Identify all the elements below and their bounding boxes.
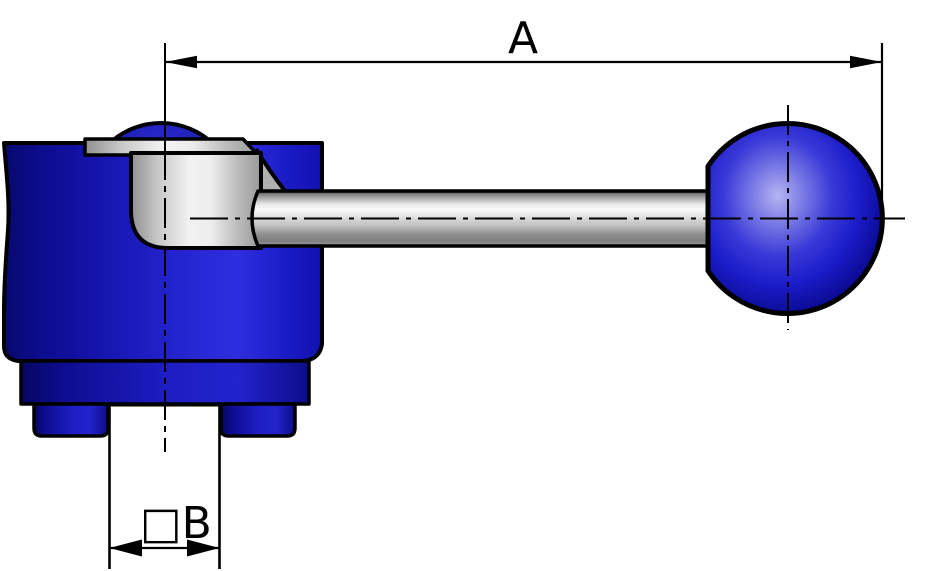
dimension-a: A: [165, 13, 884, 205]
cap-bushing: [129, 151, 263, 250]
dim-a-arrow-left: [165, 55, 197, 69]
mounting-foot-right: [219, 402, 297, 438]
mounting-foot-left: [32, 402, 110, 438]
square-stem: [108, 403, 221, 569]
dim-b-label: □B: [140, 498, 212, 549]
centerlines: [164, 43, 905, 452]
dimension-b: □B: [109, 498, 220, 557]
dim-b-arrow-left: [109, 539, 142, 557]
square-stem-face: [109, 406, 220, 569]
dim-b-arrow-right: [187, 539, 220, 557]
dim-a-arrow-right: [850, 55, 882, 69]
dim-a-label: A: [508, 13, 538, 64]
